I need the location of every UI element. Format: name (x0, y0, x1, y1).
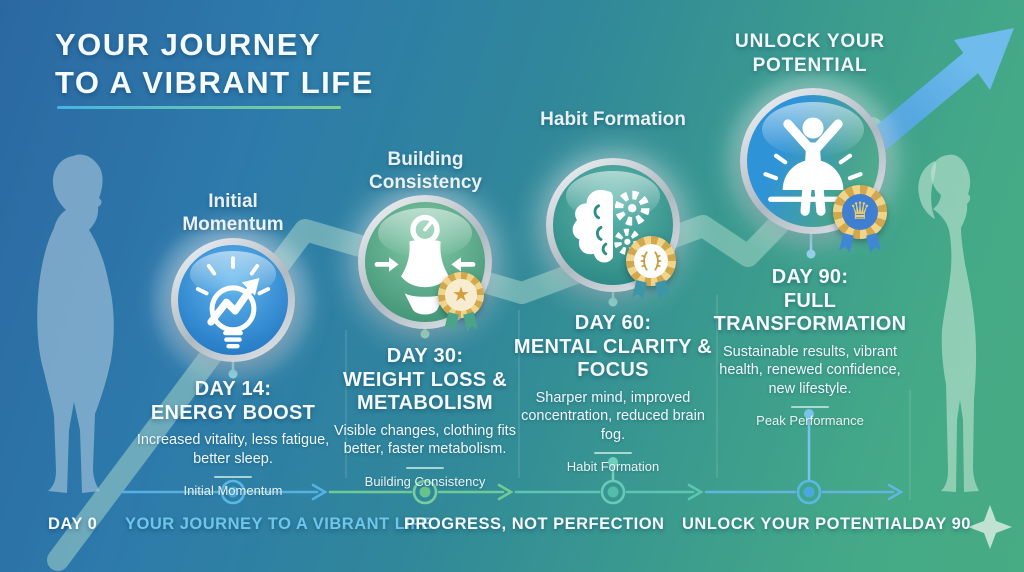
title-underline (57, 106, 341, 109)
day14-footnote: Initial Momentum (183, 483, 283, 499)
sparkle-star-icon (968, 505, 1012, 549)
page-title: YOUR JOURNEY TO A VIBRANT LIFE (55, 26, 374, 102)
day90-description: Sustainable results, vibrant health, ren… (719, 343, 901, 397)
timeline-caption-journey: YOUR JOURNEY TO A VIBRANT LIFE (125, 515, 433, 533)
timeline-start-label: DAY 0 (48, 515, 98, 533)
gold-star-rosette: ★ (438, 272, 484, 318)
lightbulb-growth-icon (178, 245, 288, 355)
divider (791, 406, 829, 409)
laurel-icon (634, 244, 668, 278)
day90-footnote: Peak Performance (756, 413, 864, 429)
phase-label-building-consistency: Building Consistency (369, 149, 482, 194)
crown-rosette: ♛ (833, 185, 887, 239)
day14-description: Increased vitality, less fatigue, better… (136, 432, 330, 467)
phase-label-habit-formation: Habit Formation (540, 109, 686, 130)
day14-title: DAY 14: ENERGY BOOST (150, 378, 316, 424)
star-icon: ★ (445, 279, 477, 311)
day30-title: DAY 30: WEIGHT LOSS & METABOLISM (343, 345, 507, 415)
timeline-end-label: DAY 90 (912, 515, 971, 533)
phase-label-unlock-potential: UNLOCK YOUR POTENTIAL (735, 31, 885, 76)
title-line-2: TO A VIBRANT LIFE (55, 64, 374, 100)
crown-icon: ♛ (841, 193, 879, 231)
milestone-column-day90: DAY 90: FULL TRANSFORMATION Sustainable … (710, 266, 910, 428)
milestone-column-day60: DAY 60: MENTAL CLARITY & FOCUS Sharper m… (513, 312, 713, 474)
divider (594, 452, 632, 455)
milestone-badge-day14 (171, 238, 295, 362)
title-line-1: YOUR JOURNEY (55, 27, 322, 62)
day30-description: Visible changes, clothing fits better, f… (334, 422, 516, 458)
day60-title: DAY 60: MENTAL CLARITY & FOCUS (513, 312, 713, 382)
divider (214, 476, 252, 479)
day60-description: Sharper mind, improved concentration, re… (521, 389, 705, 443)
phase-label-initial-momentum: Initial Momentum (182, 191, 284, 236)
day60-footnote: Habit Formation (566, 459, 660, 475)
laurel-rosette (626, 236, 676, 286)
day30-footnote: Building Consistency (364, 473, 486, 489)
timeline-caption-potential: UNLOCK YOUR POTENTIAL (682, 515, 914, 533)
heavy-person-silhouette (37, 154, 114, 493)
milestone-column-day30: DAY 30: WEIGHT LOSS & METABOLISM Visible… (325, 345, 525, 489)
day90-title: DAY 90: FULL TRANSFORMATION (713, 266, 907, 336)
milestone-column-day14: DAY 14: ENERGY BOOST Increased vitality,… (133, 378, 333, 498)
timeline-caption-progress: PROGRESS, NOT PERFECTION (404, 515, 665, 533)
divider (406, 466, 444, 469)
fit-person-silhouette (918, 154, 979, 492)
